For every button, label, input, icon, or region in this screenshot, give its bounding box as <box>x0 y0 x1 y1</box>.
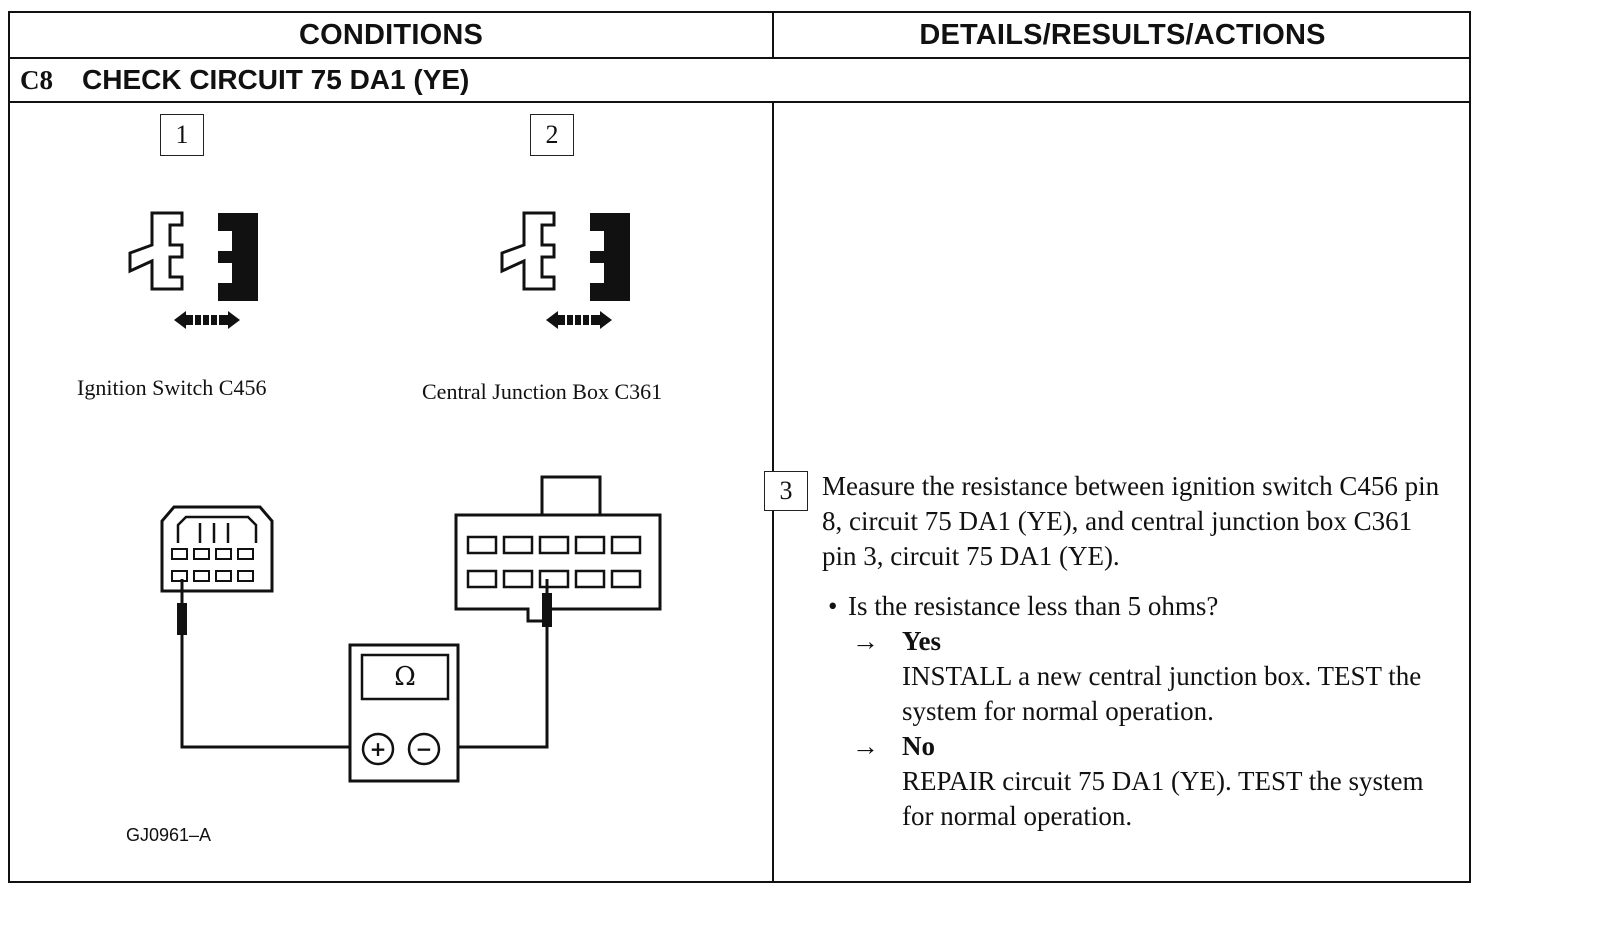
yes-action: INSTALL a new central junction box. TEST… <box>902 661 1422 726</box>
figure-id: GJ0961–A <box>126 825 212 845</box>
disconnect-arrow-icon <box>546 311 612 329</box>
minus-terminal: − <box>415 737 433 761</box>
measure-instruction: Measure the resistance between ignition … <box>822 471 1440 571</box>
bullet-icon: • <box>828 591 838 621</box>
yes-result: → Yes INSTALL a new central junction box… <box>822 624 1442 729</box>
details-header: DETAILS/RESULTS/ACTIONS <box>919 19 1326 51</box>
arrow-right-icon: → <box>852 626 879 656</box>
no-result: → No REPAIR circuit 75 DA1 (YE). TEST th… <box>822 729 1442 834</box>
ohmmeter <box>348 643 460 783</box>
ohm-symbol: Ω <box>394 662 416 692</box>
circuit-diagram <box>128 211 662 783</box>
step-title: CHECK CIRCUIT 75 DA1 (YE) <box>82 64 470 95</box>
step-title-row: C8 CHECK CIRCUIT 75 DA1 (YE) <box>10 59 1469 101</box>
diagnostic-table: CONDITIONS DETAILS/RESULTS/ACTIONS C8 CH… <box>8 11 1471 883</box>
header-divider <box>10 57 1469 59</box>
no-label: No <box>902 731 935 761</box>
step-divider <box>10 101 1469 103</box>
action-step-3-box: 3 <box>764 471 808 511</box>
yes-label: Yes <box>902 626 941 656</box>
resistance-question: Is the resistance less than 5 ohms? <box>848 591 1219 621</box>
junction-box-connector-face <box>454 475 662 623</box>
junction-box-caption: Central Junction Box C361 <box>422 379 663 404</box>
test-leads <box>177 579 552 749</box>
ignition-switch-connector-face <box>160 505 274 593</box>
column-divider <box>772 13 774 59</box>
figure-step-2-box: 2 <box>530 114 574 156</box>
no-action: REPAIR circuit 75 DA1 (YE). TEST the sys… <box>902 766 1424 831</box>
figure-step-1-box: 1 <box>160 114 204 156</box>
question-line: • Is the resistance less than 5 ohms? <box>822 589 1442 624</box>
disconnect-arrow-icon <box>174 311 240 329</box>
ignition-switch-caption: Ignition Switch C456 <box>77 375 267 400</box>
ignition-connector-disconnect-icon <box>128 211 258 329</box>
plus-terminal: + <box>369 737 387 761</box>
step-code: C8 <box>20 65 53 95</box>
actions-panel: Measure the resistance between ignition … <box>822 469 1442 834</box>
conditions-header: CONDITIONS <box>298 19 484 51</box>
junction-connector-disconnect-icon <box>500 211 630 329</box>
arrow-right-icon: → <box>852 731 879 761</box>
